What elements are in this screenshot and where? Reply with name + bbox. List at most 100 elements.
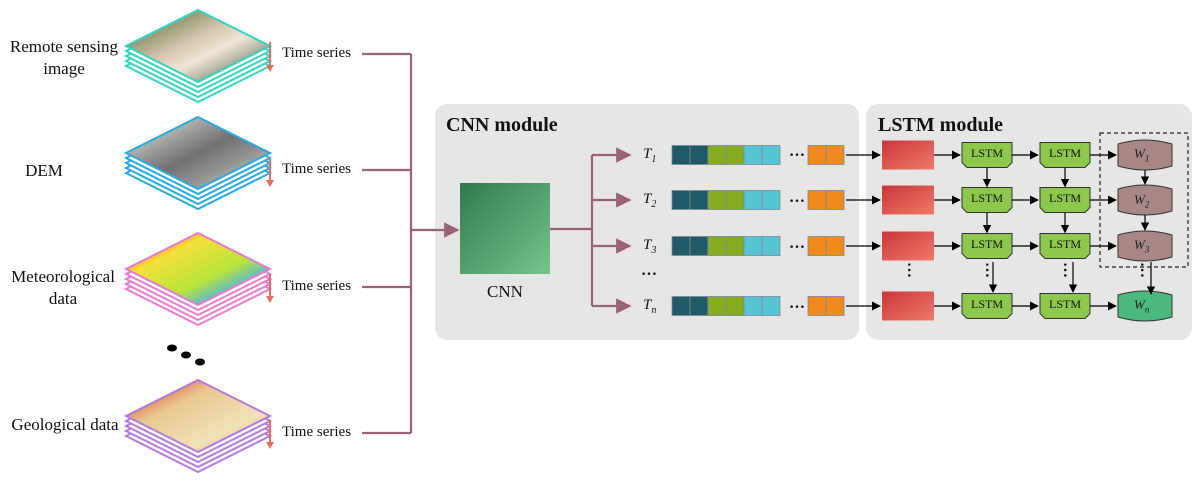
time-arrow-head	[266, 296, 274, 303]
lstm-cell-label: LSTM	[970, 237, 1003, 251]
feature-ellipsis-2: …	[789, 189, 806, 206]
feature-ellipsis-3: …	[789, 235, 806, 252]
lstm-cell-label: LSTM	[1048, 146, 1081, 160]
output-ellipsis: …	[1137, 262, 1154, 279]
more-sources-dots	[167, 344, 205, 366]
feature-cell	[825, 145, 845, 165]
output-flag	[1117, 184, 1173, 216]
feature-cell	[761, 236, 781, 256]
lstm-cell	[961, 187, 1013, 213]
lstm-row-3	[882, 230, 1173, 262]
lstm-cell	[961, 142, 1013, 168]
output-flag	[1117, 139, 1173, 171]
lstm-cell	[961, 293, 1013, 319]
feature-cell	[725, 236, 745, 256]
feature-cell	[689, 190, 709, 210]
feature-cell	[707, 190, 727, 210]
cnn-label: CNN	[487, 282, 523, 301]
lstm-row-4	[882, 290, 1173, 322]
embedding-block	[882, 140, 934, 170]
feature-cell	[689, 236, 709, 256]
red-block-ellipsis: …	[904, 262, 921, 279]
embedding-block	[882, 231, 934, 261]
time-arrow-head	[266, 65, 274, 72]
feature-cell	[725, 190, 745, 210]
feature-row-3	[671, 236, 881, 256]
feature-cell	[761, 190, 781, 210]
feature-cell	[671, 236, 691, 256]
feature-cell	[689, 145, 709, 165]
lstm-cell-label: LSTM	[970, 191, 1003, 205]
lstm-cell	[961, 233, 1013, 259]
feature-ellipsis-1: …	[789, 143, 806, 160]
time-arrow-head	[266, 442, 274, 449]
lstm-col1-ellipsis: …	[982, 262, 999, 279]
time-series-label-4: Time series	[282, 424, 352, 440]
feature-cell	[825, 296, 845, 316]
feature-ellipsis-n: …	[789, 295, 806, 312]
output-flag	[1117, 230, 1173, 262]
merge-connector	[362, 52, 460, 435]
feature-cell	[743, 145, 763, 165]
lstm-cell	[1039, 293, 1091, 319]
time-step-ellipsis: …	[641, 262, 658, 279]
output-highlight-box	[1099, 132, 1189, 268]
feature-cell	[671, 145, 691, 165]
embedding-block	[882, 291, 934, 321]
feature-cell	[807, 236, 827, 256]
time-step-label-1: T1	[643, 146, 657, 165]
cnn-module-title: CNN module	[446, 114, 558, 136]
embedding-block	[882, 185, 934, 215]
input-stack-dem	[123, 115, 273, 211]
lstm-cell-label: LSTM	[1048, 191, 1081, 205]
feature-cell	[689, 296, 709, 316]
stack-layer	[123, 8, 273, 84]
lstm-col2-ellipsis: …	[1060, 262, 1077, 279]
source-label-dem: DEM	[25, 161, 63, 180]
lstm-network	[882, 139, 1173, 322]
stack-layer	[123, 231, 273, 307]
feature-cell	[807, 296, 827, 316]
time-series-label-1: Time series	[282, 45, 352, 61]
stack-layer	[123, 115, 273, 191]
output-label-3: W3	[1134, 237, 1150, 255]
feature-cell	[707, 236, 727, 256]
source-label-meteorological: Meteorological data	[11, 267, 115, 308]
output-label-2: W2	[1134, 192, 1150, 210]
feature-cell	[761, 296, 781, 316]
output-label-n: Wn	[1134, 297, 1150, 315]
lstm-cell-label: LSTM	[1048, 237, 1081, 251]
time-arrow-head	[266, 180, 274, 187]
feature-cell	[743, 190, 763, 210]
cnn-output-connector	[550, 147, 632, 314]
feature-cell	[671, 296, 691, 316]
source-label-geological: Geological data	[11, 415, 119, 434]
lstm-row-2	[882, 184, 1173, 216]
feature-cell	[707, 296, 727, 316]
lstm-row-1	[882, 139, 1173, 171]
feature-cell	[807, 190, 827, 210]
lstm-cell	[1039, 142, 1091, 168]
input-stacks	[123, 8, 273, 474]
feature-cell	[743, 236, 763, 256]
feature-cell	[743, 296, 763, 316]
lstm-module-panel	[866, 104, 1192, 340]
source-label-remote-sensing: Remote sensing image	[9, 37, 119, 78]
time-series-label-3: Time series	[282, 278, 352, 294]
time-step-label-3: T3	[643, 237, 657, 256]
feature-cell	[671, 190, 691, 210]
output-flag	[1117, 290, 1173, 322]
feature-cell	[725, 145, 745, 165]
input-stack-geological	[123, 378, 273, 474]
feature-row-1	[671, 145, 881, 165]
feature-cell	[825, 236, 845, 256]
feature-cell	[825, 190, 845, 210]
feature-sequences	[671, 145, 881, 316]
input-stack-remote-sensing	[123, 8, 273, 104]
lstm-cell	[1039, 187, 1091, 213]
lstm-cell-label: LSTM	[970, 297, 1003, 311]
lstm-cell-label: LSTM	[970, 146, 1003, 160]
feature-row-2	[671, 190, 881, 210]
time-series-label-2: Time series	[282, 161, 352, 177]
